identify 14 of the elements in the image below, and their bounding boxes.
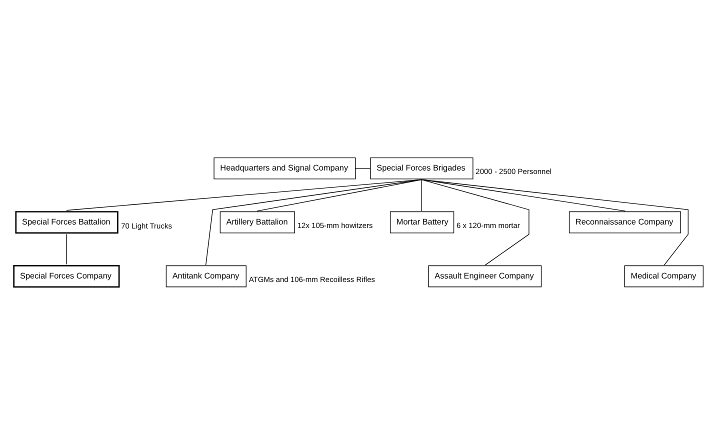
connector	[66, 179, 422, 211]
connector	[205, 179, 422, 266]
node-label: 70 Light Trucks	[121, 222, 172, 231]
connector	[66, 234, 67, 265]
connector	[421, 179, 626, 212]
connector	[256, 179, 422, 212]
node-label: 2000 - 2500 Personnel	[476, 167, 552, 176]
node-label: 12x 105-mm howitzers	[297, 221, 373, 230]
connector	[421, 179, 530, 266]
connector	[421, 179, 688, 266]
node-label: ATGMs and 106-mm Recoilless Rifles	[248, 274, 376, 284]
connector	[421, 179, 422, 212]
connector	[354, 168, 371, 170]
node-label: 6 x 120-mm mortar	[456, 221, 520, 230]
